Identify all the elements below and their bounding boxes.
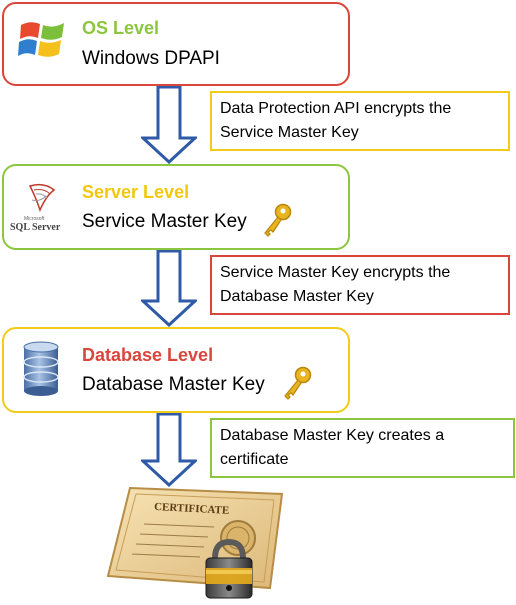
- database-level-title: Database Level: [82, 345, 214, 365]
- golden-key-icon: [264, 203, 292, 237]
- windows-logo-icon: [18, 22, 64, 57]
- note-1-line-1: Data Protection API encrypts the: [220, 100, 452, 117]
- os-level-box: OS Level Windows DPAPI: [2, 2, 350, 86]
- note-dmk-creates-certificate: Database Master Key creates a certificat…: [210, 418, 515, 478]
- sql-server-logo-icon: Microsoft SQL Server: [10, 180, 74, 240]
- down-arrow-3: [141, 413, 197, 487]
- server-level-box: Microsoft SQL Server Server Level Servic…: [2, 164, 350, 250]
- sql-server-logo-text: SQL Server: [10, 222, 61, 233]
- certificate-heading: CERTIFICATE: [154, 501, 230, 517]
- os-level-subtitle: Windows DPAPI: [82, 48, 220, 69]
- database-level-box: Database Level Database Master Key: [2, 327, 350, 413]
- note-smk-encrypts: Service Master Key encrypts the Database…: [210, 255, 510, 315]
- database-level-subtitle: Database Master Key: [82, 374, 265, 395]
- server-level-subtitle: Service Master Key: [82, 211, 247, 232]
- note-dpapi-encrypts: Data Protection API encrypts the Service…: [210, 91, 510, 151]
- down-arrow-2: [141, 250, 197, 327]
- note-3-line-2: certificate: [220, 451, 289, 468]
- note-2-line-1: Service Master Key encrypts the: [220, 264, 451, 281]
- server-level-title: Server Level: [82, 182, 190, 202]
- certificate-with-padlock-icon: CERTIFICATE: [106, 486, 284, 599]
- sql-server-logo-small-text: Microsoft: [24, 216, 45, 222]
- os-level-title: OS Level: [82, 18, 160, 38]
- note-3-line-1: Database Master Key creates a: [220, 427, 445, 444]
- database-cylinder-icon: [23, 341, 59, 396]
- note-1-line-2: Service Master Key: [220, 124, 359, 141]
- golden-key-icon: [284, 366, 312, 400]
- down-arrow-1: [141, 86, 197, 164]
- note-2-line-2: Database Master Key: [220, 288, 374, 305]
